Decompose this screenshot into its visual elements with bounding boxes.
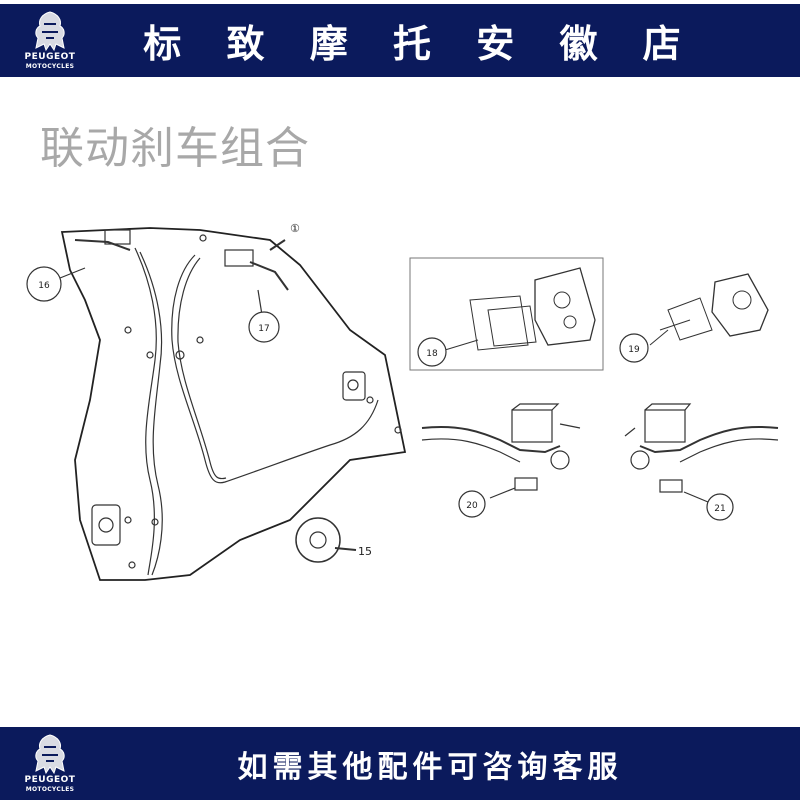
switch-21	[659, 479, 683, 493]
fitting	[124, 326, 132, 334]
brake-assembly-diagram: 16 17 ① 15 18 19	[26, 222, 779, 581]
callout-19-label: 19	[628, 345, 640, 355]
page-title: 联动刹车组合	[40, 123, 310, 174]
caliper-body	[534, 267, 596, 346]
brand-name: PEUGEOT	[24, 775, 76, 785]
lion-icon	[35, 11, 65, 52]
switch-20	[514, 477, 538, 491]
callout-18: 18	[417, 337, 447, 367]
leader-21	[683, 491, 709, 503]
brake-hose-right-2	[177, 257, 227, 480]
callout-18-label: 18	[426, 349, 438, 359]
disc-hub	[309, 531, 327, 549]
clamp-21	[630, 450, 650, 470]
peugeot-logo-footer: PEUGEOT MOTOCYCLES	[0, 727, 100, 800]
callout-19: 19	[619, 333, 649, 363]
leader-19	[649, 329, 669, 346]
brand-name: PEUGEOT	[24, 52, 76, 62]
callout-16: 16	[26, 266, 62, 302]
fitting	[175, 350, 185, 360]
part-21-group	[624, 403, 779, 503]
caliper-front	[91, 504, 121, 546]
callout-20: 20	[458, 490, 486, 518]
part-18-group	[409, 257, 604, 371]
reservoir-21	[644, 409, 686, 443]
caliper-19-pad	[667, 297, 713, 341]
leader-1	[269, 239, 286, 251]
lever-right	[249, 261, 289, 291]
fitting	[151, 518, 159, 526]
footer-banner: PEUGEOT MOTOCYCLES 如需其他配件可咨询客服	[0, 727, 800, 800]
shop-name: 标 致 摩 托 安 徽 店	[143, 22, 697, 66]
leader-18	[444, 339, 479, 351]
callout-16-label: 16	[38, 281, 50, 291]
contact-service-text: 如需其他配件可咨询客服	[237, 749, 623, 785]
leader-15	[334, 547, 357, 551]
leader-17	[257, 289, 263, 316]
lever-21	[624, 427, 636, 437]
caliper-19-piston	[732, 290, 752, 310]
callout-21: 21	[706, 493, 734, 521]
handlebar-20	[421, 425, 561, 454]
fitting	[394, 426, 402, 434]
brake-disc	[295, 517, 341, 563]
clamp-20	[550, 450, 570, 470]
caliper-piston	[553, 291, 571, 309]
callout-15-label: 15	[358, 545, 372, 558]
brand-subtitle: MOTOCYCLES	[25, 63, 75, 70]
brand-subtitle: MOTOCYCLES	[25, 786, 75, 793]
marker-1: ①	[290, 222, 300, 235]
brake-hose-right	[171, 254, 379, 484]
reservoir-20-cap	[511, 403, 560, 411]
caliper-19-pin	[659, 319, 691, 331]
caliper-19-body	[711, 273, 769, 337]
callout-20-label: 20	[466, 501, 478, 511]
reservoir-21-cap	[644, 403, 692, 411]
brake-pad-2	[487, 305, 537, 347]
reservoir-20	[511, 409, 553, 443]
fitting	[196, 336, 204, 344]
callout-17: 17	[248, 311, 280, 343]
piston-rear	[347, 379, 359, 391]
header-banner: PEUGEOT MOTOCYCLES 标 致 摩 托 安 徽 店	[0, 4, 800, 77]
callout-17-label: 17	[258, 324, 269, 334]
master-cylinder-right	[224, 249, 254, 267]
brake-hose-left-2	[139, 251, 163, 576]
leader-16	[59, 267, 86, 279]
part-19-group	[649, 273, 769, 346]
handlebar-20-lower	[421, 438, 521, 463]
fitting	[146, 351, 154, 359]
handlebar-21	[639, 425, 779, 454]
master-cylinder-left	[104, 229, 131, 245]
part-20-group	[421, 403, 581, 499]
fitting	[124, 516, 132, 524]
lion-icon	[35, 734, 65, 775]
piston-front	[98, 517, 114, 533]
frame-outline	[60, 227, 407, 581]
peugeot-logo: PEUGEOT MOTOCYCLES	[0, 4, 100, 77]
caliper-rear	[342, 371, 366, 401]
caliper-piston-2	[563, 315, 577, 329]
callout-21-label: 21	[714, 504, 725, 514]
lever-left	[74, 239, 131, 251]
fitting	[128, 561, 136, 569]
brake-pad-1	[469, 295, 529, 351]
handlebar-21-lower	[679, 438, 779, 463]
fitting	[199, 234, 207, 242]
leader-20	[489, 487, 516, 499]
fitting	[366, 396, 374, 404]
brake-hose-left	[134, 247, 157, 576]
lever-20	[559, 423, 581, 429]
part-18-box	[409, 257, 604, 371]
